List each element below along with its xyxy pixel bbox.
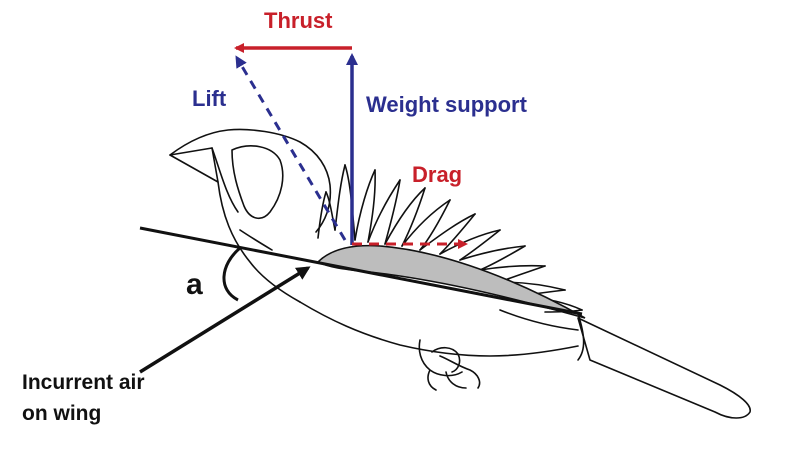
wing-feathers [317, 164, 583, 311]
angle-label: a [186, 268, 203, 301]
bird-feet [418, 339, 467, 391]
bird-head [169, 128, 332, 233]
eye-patch [231, 145, 284, 219]
incurrent-air-label-line1: Incurrent air [22, 371, 145, 394]
incurrent-air-label-line2: on wing [22, 402, 102, 425]
weight-support-label: Weight support [366, 92, 527, 117]
bird-tail [577, 317, 751, 419]
bird-outline [169, 128, 751, 419]
lift-arrow [235, 55, 347, 241]
angle-arc [222, 246, 241, 302]
thrust-label: Thrust [264, 8, 333, 33]
chord-line [139, 226, 583, 316]
drag-label: Drag [412, 162, 463, 187]
incurrent-air-arrow [139, 266, 311, 374]
bird-beak [169, 147, 219, 183]
lift-label: Lift [192, 86, 227, 111]
